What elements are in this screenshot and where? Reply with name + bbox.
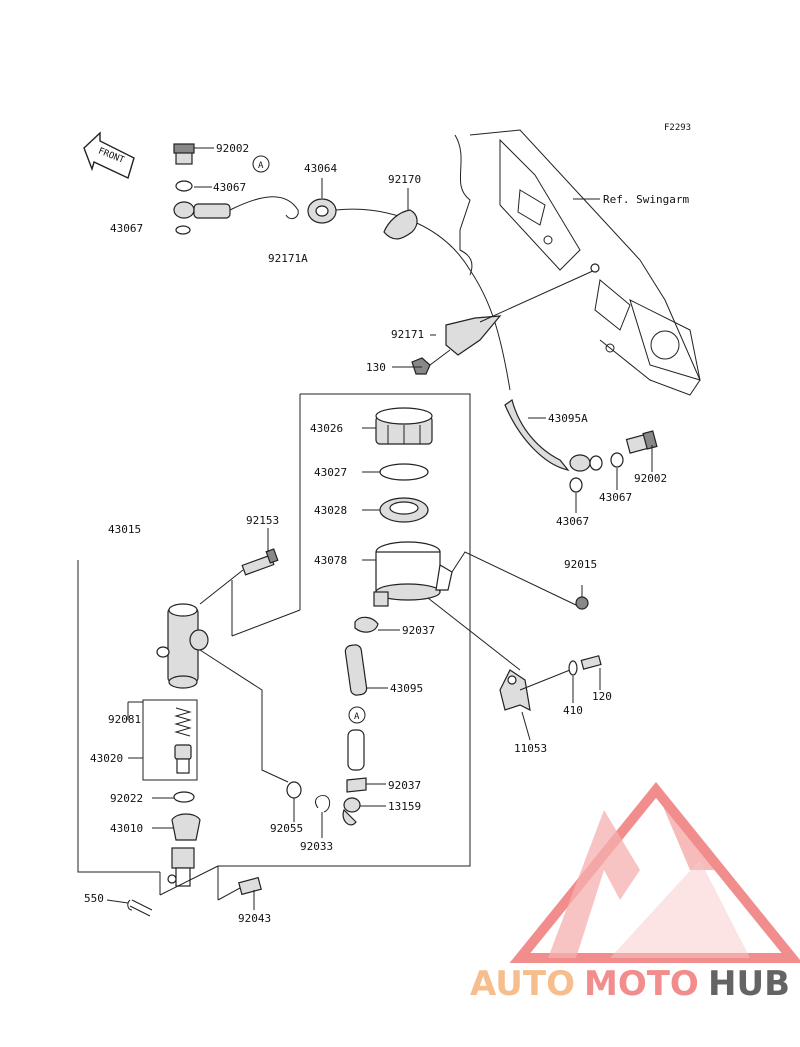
label-92043: 92043: [238, 912, 271, 925]
washer-left: [175, 225, 191, 235]
label-43026: 43026: [310, 422, 343, 435]
top-hose-fitting: [173, 196, 299, 220]
label-120: 120: [592, 690, 612, 703]
reservoir-cap-43026: [375, 407, 433, 445]
label-13159: 13159: [388, 800, 421, 813]
nut-92015: [575, 596, 589, 610]
spring-92081: [174, 707, 192, 737]
automotohub-logo: AUTO MOTO HUB: [470, 782, 800, 1004]
banjo-bolt-top: [173, 143, 195, 165]
hose-clamp-92037-upper: [354, 616, 379, 633]
label-43095A: 43095A: [548, 412, 588, 425]
label-92033: 92033: [300, 840, 333, 853]
bracket-11053: [499, 669, 531, 712]
cotter-pin-550: [127, 899, 153, 917]
callout-a-hose: A: [348, 706, 366, 724]
label-43064: 43064: [304, 162, 337, 175]
circlip-92033: [315, 795, 331, 813]
swingarm-illustration: [454, 129, 701, 396]
label-43067-a: 43067: [213, 181, 246, 194]
label-43010: 43010: [110, 822, 143, 835]
washer-top: [175, 180, 193, 192]
hose-clamp-92037-lower: [346, 777, 367, 793]
label-92171: 92171: [391, 328, 424, 341]
grommet-43064: [307, 198, 337, 224]
reservoir-frame: [217, 393, 471, 900]
label-92002-right: 92002: [634, 472, 667, 485]
label-130: 130: [366, 361, 386, 374]
label-92022: 92022: [110, 792, 143, 805]
piston-assembly: [174, 744, 192, 774]
master-cylinder-body: [156, 603, 209, 689]
bolt-120: [580, 655, 602, 670]
label-43067-left: 43067: [110, 222, 143, 235]
logo-text-hub: HUB: [708, 964, 790, 1004]
logo-text-auto: AUTO: [470, 964, 575, 1004]
boot-43010: [171, 813, 201, 841]
label-92171A: 92171A: [268, 252, 308, 265]
banjo-bolt-right: [625, 430, 658, 454]
lower-hose-43095A: [504, 399, 570, 471]
label-92002-top: 92002: [216, 142, 249, 155]
bracket-92171: [445, 315, 502, 356]
washer-410: [568, 660, 578, 676]
master-cylinder-frame: [77, 560, 160, 873]
clamp-92170: [383, 209, 418, 240]
label-43067-right2: 43067: [556, 515, 589, 528]
callout-a-top: A: [252, 155, 270, 173]
reservoir-hose-43095-lower: [347, 729, 365, 771]
figure-code: F2293: [664, 123, 691, 133]
label-92170: 92170: [388, 173, 421, 186]
bolt-130: [411, 349, 451, 375]
label-43095: 43095: [390, 682, 423, 695]
ref-swingarm-label: Ref. Swingarm: [603, 193, 689, 206]
label-43078: 43078: [314, 554, 347, 567]
label-550: 550: [84, 892, 104, 905]
pin-92043: [238, 876, 262, 896]
washer-right-2: [610, 452, 624, 468]
label-92055: 92055: [270, 822, 303, 835]
label-92015: 92015: [564, 558, 597, 571]
label-43027: 43027: [314, 466, 347, 479]
label-92153: 92153: [246, 514, 279, 527]
washer-92022: [173, 791, 195, 803]
label-43015: 43015: [108, 523, 141, 536]
fitting-13159: [342, 797, 361, 826]
label-43067-right1: 43067: [599, 491, 632, 504]
reservoir-hose-43095-upper: [344, 644, 368, 696]
label-92037-b: 92037: [388, 779, 421, 792]
bolt-92153: [241, 548, 279, 576]
piston-kit-box: [142, 699, 198, 781]
svg-text:A: A: [354, 712, 360, 722]
label-11053: 11053: [514, 742, 547, 755]
top-hose-line: [335, 208, 511, 391]
label-92081: 92081: [108, 713, 141, 726]
oring-92055: [286, 781, 302, 799]
svg-text:A: A: [258, 161, 264, 171]
label-43020: 43020: [90, 752, 123, 765]
lower-banjo-fitting: [569, 454, 603, 472]
reservoir-body-43078: [373, 541, 453, 607]
label-410: 410: [563, 704, 583, 717]
logo-text-moto: MOTO: [584, 964, 699, 1004]
label-43028: 43028: [314, 504, 347, 517]
label-92037-a: 92037: [402, 624, 435, 637]
front-direction-arrow: FRONT: [83, 131, 135, 179]
washer-right-1: [569, 477, 583, 493]
plate-43027: [379, 463, 429, 481]
